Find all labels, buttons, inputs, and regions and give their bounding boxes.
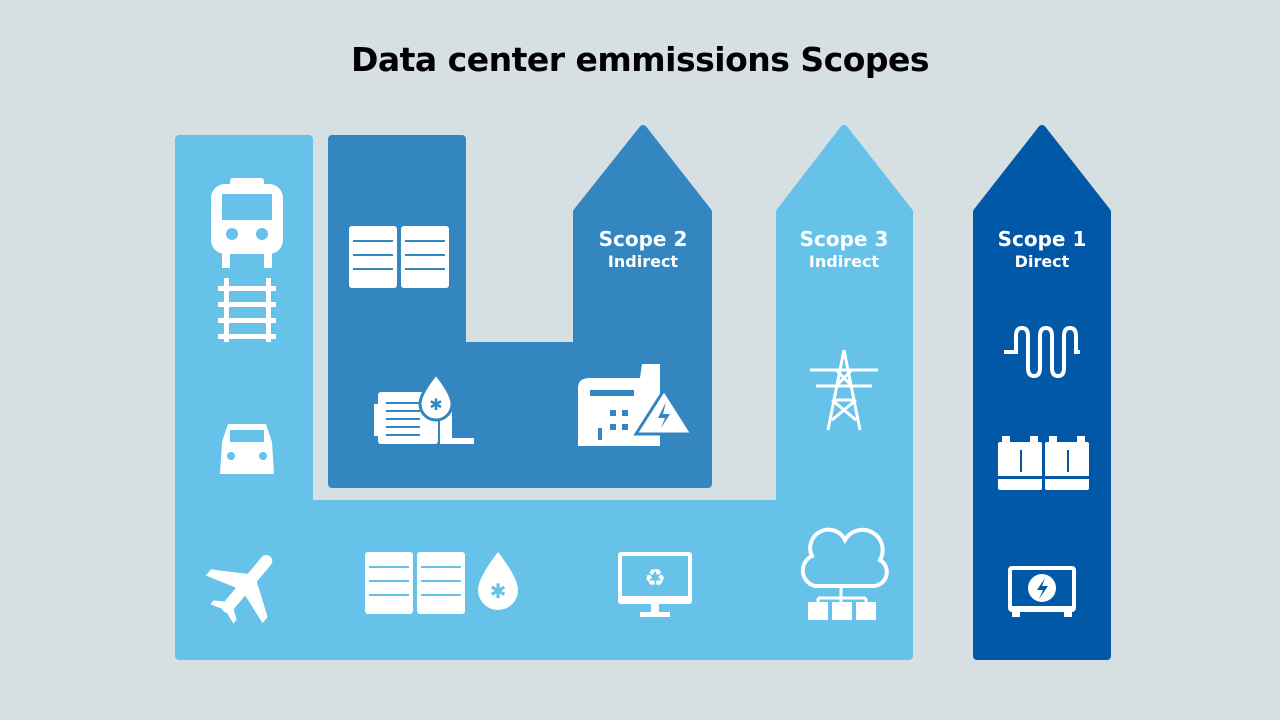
scope3-label: Scope 3 Indirect: [774, 227, 914, 273]
generator-icon: [1008, 566, 1076, 617]
scope2-type: Indirect: [607, 252, 679, 271]
scope3-name: Scope 3: [799, 227, 889, 251]
server-rack-icon: [349, 226, 449, 288]
scope1-region: [973, 125, 1111, 660]
scope1-label: Scope 1 Direct: [972, 227, 1112, 273]
scope1-name: Scope 1: [997, 227, 1087, 251]
heating-coil-icon: [1004, 325, 1080, 379]
cloud-network-icon: [800, 527, 889, 620]
server-cooling-icon: ✱: [365, 552, 518, 614]
airplane-icon: [205, 555, 273, 624]
scope2-name: Scope 2: [598, 227, 688, 251]
diagram-title: Data center emmissions Scopes: [350, 40, 930, 79]
svg-text:✱: ✱: [429, 395, 442, 414]
svg-text:♻: ♻: [644, 564, 666, 592]
scope3-region: [175, 125, 913, 660]
railway-track-icon: [218, 278, 276, 342]
transmission-tower-icon: [810, 349, 878, 431]
power-plant-icon: [578, 364, 695, 446]
scope1-type: Direct: [1014, 252, 1070, 271]
scope2-label: Scope 2 Indirect: [573, 227, 713, 273]
scope3-type: Indirect: [808, 252, 880, 271]
recycling-monitor-icon: ♻: [618, 552, 692, 617]
cooling-unit-icon: ✱: [374, 371, 474, 444]
svg-text:✱: ✱: [490, 579, 507, 603]
train-icon: [211, 178, 283, 268]
battery-bank-icon: [998, 436, 1089, 490]
car-icon: [220, 424, 274, 474]
